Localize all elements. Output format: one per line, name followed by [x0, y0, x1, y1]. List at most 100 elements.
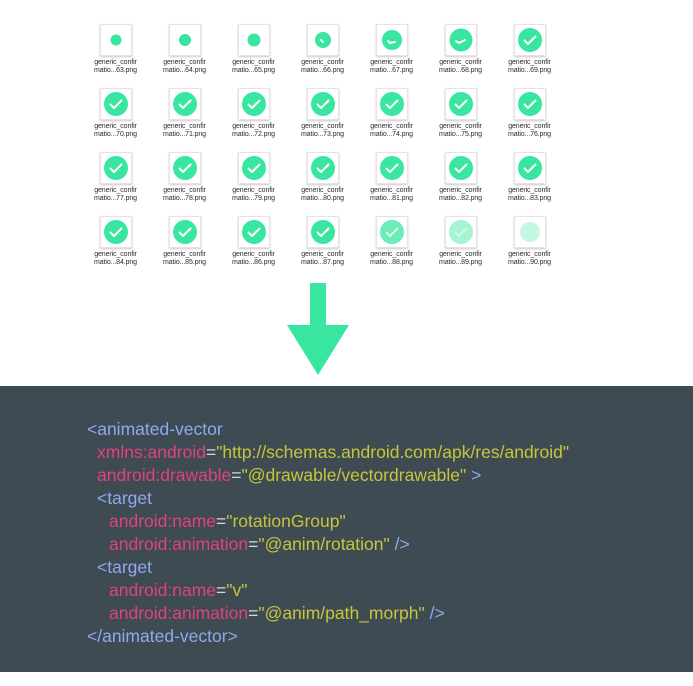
file-thumbnail[interactable]	[306, 24, 339, 56]
confirmation-icon	[517, 156, 542, 180]
file-thumbnail[interactable]	[237, 216, 270, 248]
file-thumbnail[interactable]	[237, 24, 270, 56]
file-thumbnail[interactable]	[237, 152, 270, 184]
file-thumbnail[interactable]	[168, 152, 201, 184]
drawable-attribute: android:drawable	[97, 465, 232, 485]
file-thumbnail[interactable]	[375, 152, 408, 184]
file-thumbnail[interactable]	[99, 216, 132, 248]
icon-circle	[517, 156, 542, 180]
file-thumbnail[interactable]	[168, 216, 201, 248]
file-name-line2: matio...82.png	[439, 195, 482, 202]
file-name-line2: matio...86.png	[232, 259, 275, 266]
icon-circle	[517, 92, 542, 116]
file-thumbnail[interactable]	[375, 24, 408, 56]
file-name-line2: matio...83.png	[508, 195, 551, 202]
file-thumbnail[interactable]	[513, 152, 546, 184]
animation-value: "@anim/rotation"	[258, 534, 390, 554]
file-thumbnail[interactable]	[444, 216, 477, 248]
code-line-target1: <target	[87, 487, 569, 510]
file-name-line1: generic_confir	[301, 123, 344, 130]
name-value: "rotationGroup"	[226, 511, 346, 531]
confirmation-icon	[178, 34, 191, 46]
file-name-line1: generic_confir	[232, 187, 275, 194]
confirmation-icon	[241, 92, 266, 116]
confirmation-icon	[241, 156, 266, 180]
confirmation-icon	[448, 220, 473, 244]
file-thumbnail[interactable]	[168, 88, 201, 120]
confirmation-icon	[381, 30, 402, 50]
file-thumbnail[interactable]	[237, 88, 270, 120]
confirmation-icon	[172, 156, 197, 180]
code-line-xmlns: xmlns:android="http://schemas.android.co…	[87, 441, 569, 464]
icon-circle	[314, 32, 331, 48]
file-thumbnail[interactable]	[375, 88, 408, 120]
xml-code-block: <animated-vector xmlns:android="http://s…	[87, 418, 569, 648]
file-thumbnail[interactable]	[513, 88, 546, 120]
checkmark-path	[316, 163, 329, 173]
confirmation-icon	[448, 156, 473, 180]
file-thumbnail[interactable]	[375, 216, 408, 248]
checkmark-path	[316, 99, 329, 109]
animation-value: "@anim/path_morph"	[258, 603, 425, 623]
checkmark-path	[109, 227, 122, 237]
file-thumbnail[interactable]	[168, 24, 201, 56]
file-name-line2: matio...65.png	[232, 67, 275, 74]
file-name-line2: matio...71.png	[163, 131, 206, 138]
file-thumbnail[interactable]	[99, 88, 132, 120]
file-thumbnail[interactable]	[306, 216, 339, 248]
file-thumbnail[interactable]	[513, 24, 546, 56]
icon-circle	[178, 34, 191, 46]
file-thumbnail[interactable]	[444, 24, 477, 56]
file-thumbnail[interactable]	[306, 88, 339, 120]
file-thumbnail[interactable]	[444, 152, 477, 184]
file-thumbnail[interactable]	[444, 88, 477, 120]
confirmation-icon	[103, 220, 128, 244]
file-thumbnail[interactable]	[306, 152, 339, 184]
xmlns-attribute: xmlns:android	[97, 442, 206, 462]
file-thumbnail[interactable]	[99, 152, 132, 184]
code-line-close: </animated-vector>	[87, 625, 569, 648]
file-name-line2: matio...75.png	[439, 131, 482, 138]
animation-attribute: android:animation	[109, 534, 249, 554]
equals-sign: =	[216, 511, 227, 531]
checkmark-path	[454, 227, 467, 237]
confirmation-icon	[247, 33, 260, 47]
file-thumbnail[interactable]	[513, 216, 546, 248]
icon-circle	[241, 220, 266, 244]
file-thumbnail[interactable]	[99, 24, 132, 56]
xmlns-value: "http://schemas.android.com/apk/res/andr…	[216, 442, 570, 462]
